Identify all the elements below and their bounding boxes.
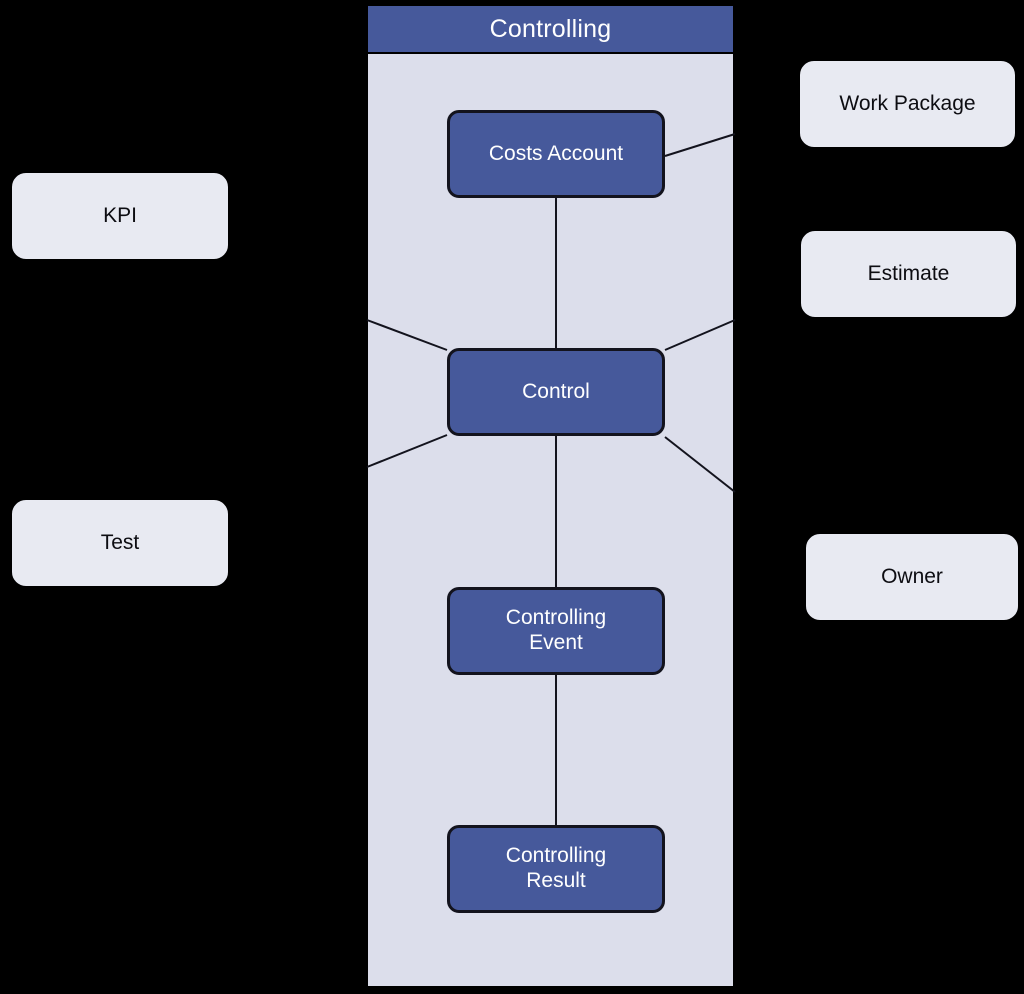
- node-test-label: Test: [100, 530, 140, 554]
- node-work-package-label: Work Package: [839, 91, 976, 115]
- node-work-package[interactable]: Work Package: [800, 61, 1015, 147]
- node-control[interactable]: Control: [447, 348, 665, 436]
- node-costs-account[interactable]: Costs Account: [447, 110, 665, 198]
- node-kpi-label: KPI: [103, 203, 137, 227]
- controlling-group-header[interactable]: Controlling: [366, 4, 735, 54]
- node-control-label: Control: [522, 379, 590, 403]
- node-controlling-event-label: Controlling Event: [505, 606, 607, 654]
- node-controlling-result-label: Controlling Result: [505, 844, 607, 892]
- controlling-group-header-label: Controlling: [489, 14, 612, 43]
- node-estimate[interactable]: Estimate: [801, 231, 1016, 317]
- node-controlling-event[interactable]: Controlling Event: [447, 587, 665, 675]
- node-estimate-label: Estimate: [867, 261, 950, 285]
- node-kpi[interactable]: KPI: [12, 173, 228, 259]
- node-costs-account-label: Costs Account: [488, 141, 624, 165]
- node-owner-label: Owner: [881, 564, 943, 588]
- node-test[interactable]: Test: [12, 500, 228, 586]
- node-owner[interactable]: Owner: [806, 534, 1018, 620]
- node-controlling-result[interactable]: Controlling Result: [447, 825, 665, 913]
